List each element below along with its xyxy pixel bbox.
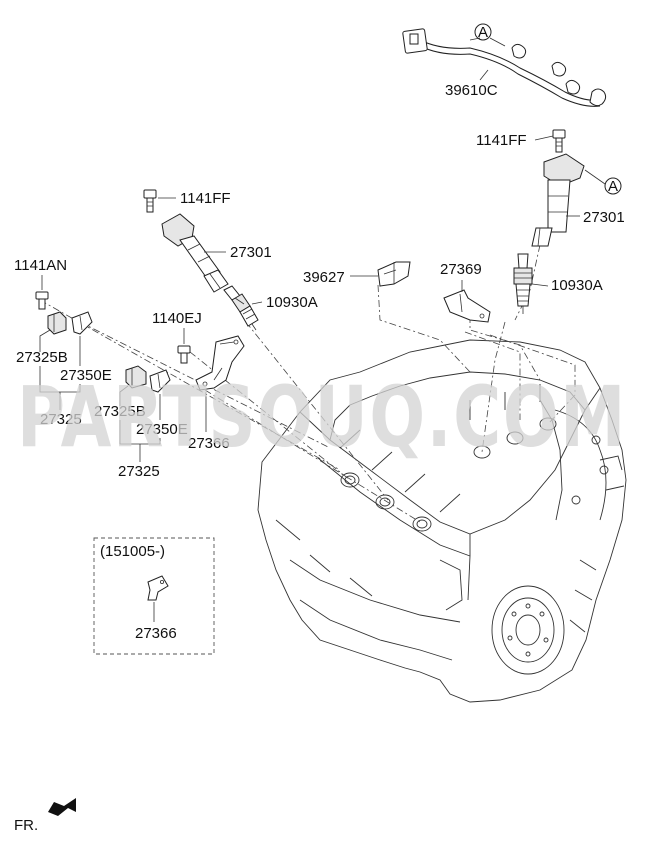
label-39627: 39627 [303,269,345,286]
wiring-harness-39610c[interactable] [402,28,607,107]
inset-box [93,537,215,655]
callout-leader-a-right [584,169,606,185]
leader-10930a-right [531,283,549,287]
ignition-coil-27301-left[interactable] [161,213,229,293]
label-27301-left: 27301 [230,244,272,261]
label-10930a-left: 10930A [266,294,318,311]
bracket-27366[interactable] [195,335,245,391]
label-27325-1: 27325 [40,411,82,428]
bolt-1140ej[interactable] [177,345,191,364]
callout-leader-a-top [489,37,506,47]
engine-block [257,339,627,703]
leader-10930a-left [251,301,263,305]
callout-letter-a-top: A [478,24,488,41]
bolt-1141ff-right[interactable] [552,129,566,153]
label-27369: 27369 [440,261,482,278]
label-1141ff-left: 1141FF [180,190,231,207]
sensor-27325b-1[interactable] [47,311,67,335]
bracket-27366-inset[interactable] [147,575,169,601]
label-27350e-1: 27350E [60,367,112,384]
bolt-1141an[interactable] [35,291,49,310]
watermark: PARTSOUQ.COM [17,368,627,466]
leader-1141ff-right [534,135,554,141]
inset-date-note: (151005-) [100,543,165,560]
label-39610c: 39610C [445,82,498,99]
clip-27350e-2[interactable] [149,369,171,393]
label-27325-2: 27325 [118,463,160,480]
bracket-27369[interactable] [443,289,491,323]
callout-circle-a-right [604,177,622,195]
callout-circle-a-top [474,23,492,41]
callout-letter-a-right: A [608,178,618,195]
bolt-1141ff-left[interactable] [143,189,157,213]
label-1140ej: 1140EJ [152,310,202,327]
bracket-39627[interactable] [377,261,411,287]
sensor-27325b-2[interactable] [125,365,147,389]
front-label: FR. [14,817,38,834]
spark-plug-10930a-left[interactable] [223,285,259,331]
spark-plug-10930a-right[interactable] [513,253,533,314]
label-1141an: 1141AN [14,257,67,274]
leader-27325b-2 [119,385,129,406]
label-1141ff-right: 1141FF [476,132,527,149]
leader-27325b-1 [39,329,51,352]
label-27301-right: 27301 [583,209,625,226]
ignition-coil-27301-right[interactable] [531,153,585,247]
label-27325b-2: 27325B [94,403,146,420]
label-10930a-right: 10930A [551,277,603,294]
label-27366-inset: 27366 [135,625,177,642]
leader-39610c [479,69,489,81]
front-arrow-icon [48,798,76,816]
label-27350e-2: 27350E [136,421,188,438]
label-27325b-1: 27325B [16,349,68,366]
clip-27350e-1[interactable] [71,311,93,335]
label-27366: 27366 [188,435,230,452]
